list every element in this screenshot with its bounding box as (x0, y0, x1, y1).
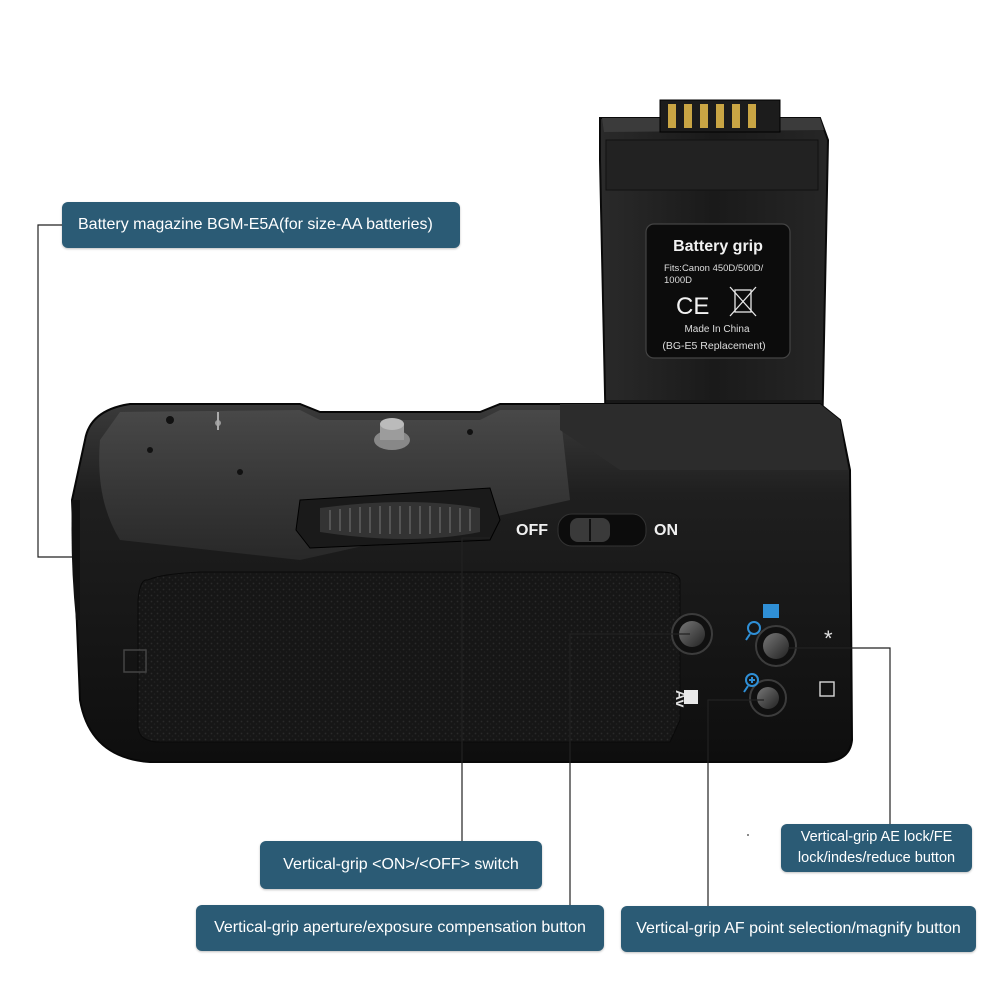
switch-off-label: OFF (516, 522, 548, 539)
callout-power-switch: Vertical-grip <ON>/<OFF> switch (260, 841, 542, 889)
callout-battery-magazine: Battery magazine BGM-E5A(for size-AA bat… (62, 202, 460, 248)
callout-af-point-button-text: Vertical-grip AF point selection/magnify… (636, 920, 961, 937)
battery-label-panel (645, 223, 791, 359)
main-dial[interactable] (295, 487, 501, 549)
callout-battery-magazine-text: Battery magazine BGM-E5A(for size-AA bat… (78, 216, 433, 233)
rubber-grip-texture (137, 571, 681, 743)
ce-mark: CE (676, 293, 709, 320)
ae-lock-icon (763, 604, 779, 618)
callout-af-point-button: Vertical-grip AF point selection/magnify… (621, 906, 976, 952)
exposure-comp-icon (684, 690, 698, 704)
asterisk-label: * (824, 626, 833, 651)
weee-bin-icon (729, 286, 757, 317)
grip-body: OFF ON Av * (70, 403, 854, 763)
callout-aperture-button: Vertical-grip aperture/exposure compensa… (196, 905, 604, 951)
callout-ae-lock-line2: lock/indes/reduce button (797, 850, 956, 866)
dust-speck (747, 834, 749, 836)
ae-lock-button[interactable] (755, 625, 797, 667)
battery-contacts (659, 99, 781, 133)
battery-label-made-in: Made In China (684, 324, 749, 335)
leader-lines (37, 224, 891, 906)
battery-label-title: Battery grip (673, 238, 763, 255)
callout-aperture-button-text: Vertical-grip aperture/exposure compensa… (214, 919, 586, 936)
power-switch[interactable] (557, 513, 647, 547)
battery-label-fits-models: 1000D (664, 275, 692, 286)
af-point-icon (819, 681, 835, 697)
tripod-screw (374, 418, 410, 450)
aperture-button[interactable] (671, 613, 713, 655)
zoom-out-icon (745, 621, 761, 641)
zoom-in-icon (743, 673, 759, 693)
battery-label-replacement: (BG-E5 Replacement) (662, 340, 765, 352)
af-point-button[interactable] (749, 679, 787, 717)
battery-magazine: Battery grip Fits:Canon 450D/500D/ 1000D… (599, 99, 830, 441)
switch-on-label: ON (654, 522, 678, 539)
callout-power-switch-text: Vertical-grip <ON>/<OFF> switch (283, 856, 519, 873)
callout-ae-lock-line1: Vertical-grip AE lock/FE (800, 829, 953, 845)
callout-ae-lock-button: Vertical-grip AE lock/FE lock/indes/redu… (781, 824, 972, 872)
battery-label-fits: Fits:Canon 450D/500D/ (664, 263, 764, 274)
